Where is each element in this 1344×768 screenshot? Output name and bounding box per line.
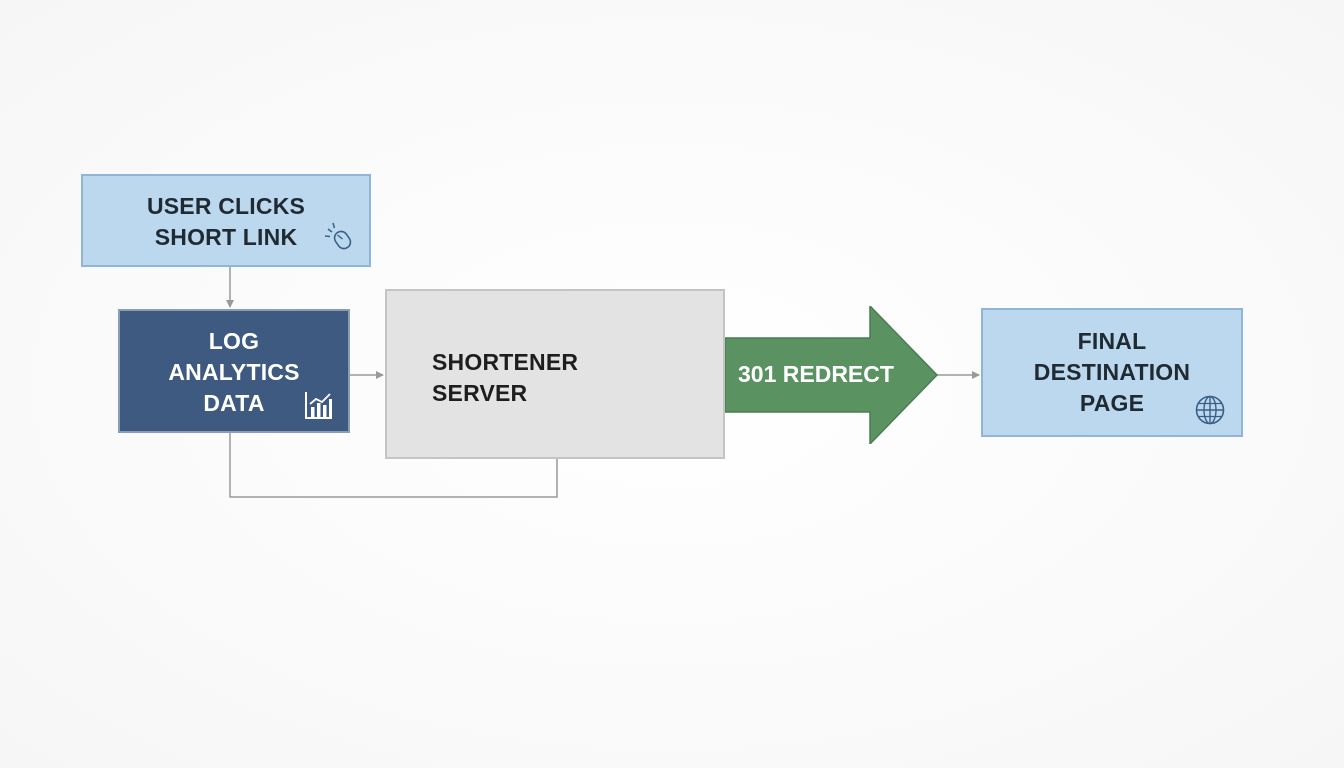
shortener-server-node: SHORTENER SERVER — [385, 289, 725, 459]
connector-log-server-loop — [229, 433, 558, 498]
log-analytics-label: LOG ANALYTICS DATA — [168, 328, 300, 416]
redirect-arrow — [725, 306, 939, 444]
shortener-server-label: SHORTENER SERVER — [432, 349, 579, 406]
redirect-label: 301 REDRECT — [738, 361, 894, 387]
globe-icon — [1195, 395, 1225, 425]
final-destination-label: FINAL DESTINATION PAGE — [1033, 328, 1191, 416]
log-analytics-node: LOG ANALYTICS DATA — [118, 309, 350, 433]
bar-chart-icon — [305, 392, 332, 419]
user-clicks-node: USER CLICKS SHORT LINK — [81, 174, 371, 267]
mouse-click-icon — [324, 222, 352, 250]
final-destination-node: FINAL DESTINATION PAGE — [981, 308, 1243, 437]
user-clicks-label: USER CLICKS SHORT LINK — [146, 193, 306, 250]
